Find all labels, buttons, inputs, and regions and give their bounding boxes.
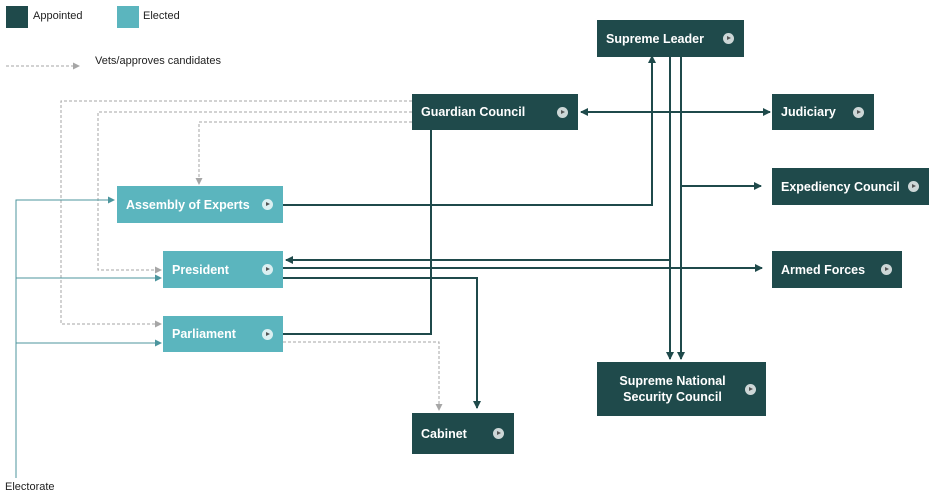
node-expediency-council[interactable]: Expediency Council: [772, 168, 929, 205]
node-judiciary[interactable]: Judiciary: [772, 94, 874, 130]
node-snsc[interactable]: Supreme National Security Council: [597, 362, 766, 416]
play-icon[interactable]: [262, 328, 273, 340]
node-guardian-council[interactable]: Guardian Council: [412, 94, 578, 130]
node-parliament-label: Parliament: [172, 327, 236, 341]
node-cabinet[interactable]: Cabinet: [412, 413, 514, 454]
node-assembly-of-experts-label: Assembly of Experts: [126, 197, 250, 212]
node-expediency-council-label: Expediency Council: [781, 179, 900, 194]
node-assembly-of-experts[interactable]: Assembly of Experts: [117, 186, 283, 223]
legend-appointed-label: Appointed: [33, 10, 83, 22]
assembly-to-supreme-leader: [283, 55, 656, 206]
node-judiciary-label: Judiciary: [781, 105, 836, 119]
vets-line-cabinet: [283, 341, 443, 411]
play-icon[interactable]: [262, 264, 273, 275]
play-icon[interactable]: [745, 383, 756, 395]
play-icon[interactable]: [493, 428, 504, 439]
node-supreme-leader-label: Supreme Leader: [606, 31, 704, 46]
node-snsc-label: Supreme National Security Council: [619, 374, 726, 404]
node-supreme-leader[interactable]: Supreme Leader: [597, 20, 744, 57]
electorate-line-main: [15, 196, 115, 478]
legend-elected-label: Elected: [143, 10, 180, 22]
play-icon[interactable]: [908, 181, 919, 192]
vets-line-president: [97, 111, 412, 274]
legend-vets-label: Vets/approves candidates: [95, 55, 221, 67]
node-armed-forces[interactable]: Armed Forces: [772, 251, 902, 288]
node-armed-forces-label: Armed Forces: [781, 262, 866, 277]
play-icon[interactable]: [853, 106, 864, 118]
legend-elected-swatch: [117, 6, 139, 28]
node-guardian-council-label: Guardian Council: [421, 105, 526, 119]
legend-appointed-swatch: [6, 6, 28, 28]
node-cabinet-label: Cabinet: [421, 426, 467, 441]
play-icon[interactable]: [557, 106, 568, 118]
electorate-label: Electorate: [5, 481, 55, 493]
play-icon[interactable]: [881, 264, 892, 275]
vets-line-parliament: [60, 100, 412, 328]
vets-line-assembly: [195, 121, 412, 185]
play-icon[interactable]: [723, 33, 734, 44]
node-parliament[interactable]: Parliament: [163, 316, 283, 352]
node-president[interactable]: President: [163, 251, 283, 288]
node-president-label: President: [172, 262, 229, 277]
guardian-parliament-link: [283, 130, 432, 335]
play-icon[interactable]: [262, 199, 273, 210]
president-to-cabinet: [283, 277, 481, 409]
